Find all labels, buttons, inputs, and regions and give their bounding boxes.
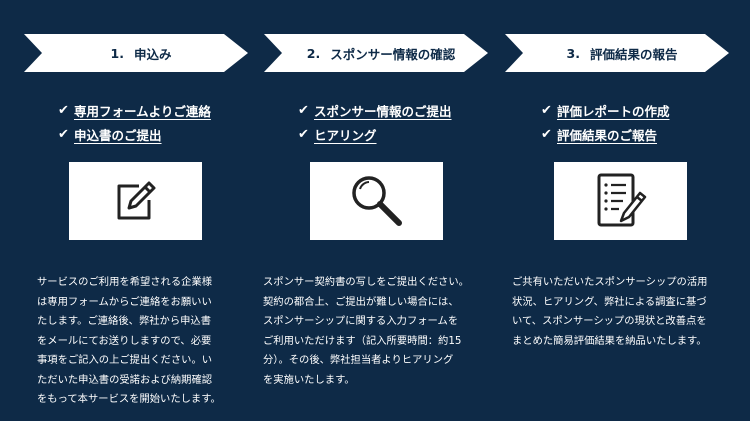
step-3-check-item: ✔ 評価結果のご報告: [541, 122, 670, 146]
desc-line: 状況、ヒアリング、弊社による調査に基づ: [512, 295, 707, 308]
check-icon: ✔: [58, 102, 69, 118]
desc-line: たします。ご連絡後、弊社から申込書: [37, 315, 212, 327]
step-2-title: スポンサー情報の確認: [330, 46, 456, 62]
check-label: 評価結果のご報告: [557, 127, 658, 143]
check-label: スポンサー情報のご提出: [314, 103, 452, 119]
step-1-header: 1. 申込み: [24, 34, 248, 72]
check-icon: ✔: [298, 102, 309, 118]
desc-line: まとめた簡易評価結果を納品いたします。: [512, 334, 707, 347]
desc-line: 契約の都合上、ご提出が難しい場合には、: [263, 295, 459, 308]
step-2-icon-panel: [310, 162, 443, 240]
desc-line: いて、スポンサーシップの現状と改善点を: [512, 315, 707, 327]
desc-line: スポンサーシップに関する入力フォームを: [263, 315, 459, 327]
desc-line: スポンサー契約書の写しをご提出ください。: [263, 276, 469, 288]
desc-line: 分）。その後、弊社担当者よりヒアリング: [263, 354, 454, 366]
check-icon: ✔: [58, 126, 69, 142]
check-icon: ✔: [298, 126, 309, 142]
desc-line: をメールにてお送りしますので、必要: [37, 334, 212, 347]
step-2-checklist: ✔ スポンサー情報のご提出 ✔ ヒアリング: [298, 98, 452, 146]
step-2-header: 2. スポンサー情報の確認: [264, 34, 488, 72]
check-label: 評価レポートの作成: [557, 103, 670, 119]
step-2-description: スポンサー契約書の写しをご提出ください。 契約の都合上、ご提出が難しい場合には、…: [263, 273, 469, 390]
step-1-number: 1.: [110, 45, 124, 61]
step-1-description: サービスのご利用を希望される企業様 は専用フォームからご連絡をお願いい たします…: [37, 273, 221, 410]
desc-line: サービスのご利用を希望される企業様: [37, 276, 213, 288]
step-1-icon-panel: [69, 162, 202, 240]
check-label: ヒアリング: [314, 127, 377, 143]
step-3-title: 評価結果の報告: [589, 46, 678, 62]
step-3-checklist: ✔ 評価レポートの作成 ✔ 評価結果のご報告: [541, 98, 670, 146]
step-3-description: ご共有いただいたスポンサーシップの活用 状況、ヒアリング、弊社による調査に基づ …: [512, 273, 707, 351]
step-3-check-item: ✔ 評価レポートの作成: [541, 98, 670, 122]
report-icon: [597, 173, 646, 227]
step-1-check-item: ✔ 申込書のご提出: [58, 122, 211, 146]
check-label: 申込書のご提出: [74, 127, 162, 143]
step-1-check-item: ✔ 専用フォームよりご連絡: [58, 98, 211, 122]
step-1-checklist: ✔ 専用フォームよりご連絡 ✔ 申込書のご提出: [58, 98, 211, 146]
magnifier-icon: [351, 176, 402, 226]
desc-line: 事項をご記入の上ご提出ください。い: [37, 354, 213, 366]
desc-line: ご共有いただいたスポンサーシップの活用: [512, 276, 708, 288]
step-2-check-item: ✔ ヒアリング: [298, 122, 452, 146]
step-3-icon-panel: [554, 162, 687, 240]
step-3-number: 3.: [566, 45, 580, 61]
step-2-check-item: ✔ スポンサー情報のご提出: [298, 98, 452, 122]
desc-line: をもって本サービスを開始いたします。: [37, 393, 221, 405]
check-label: 専用フォームよりご連絡: [74, 103, 211, 119]
desc-line: ご利用いただけます（記入所要時間：約15: [263, 334, 462, 347]
check-icon: ✔: [541, 126, 552, 142]
desc-line: ただいた申込書の受諾および納期確認: [37, 373, 213, 386]
desc-line: は専用フォームからご連絡をお願いい: [37, 295, 212, 308]
step-1-title: 申込み: [133, 46, 172, 62]
check-icon: ✔: [541, 102, 552, 118]
edit-icon: [117, 181, 155, 220]
step-3-header: 3. 評価結果の報告: [505, 34, 729, 72]
step-2-number: 2.: [306, 45, 321, 61]
desc-line: を実施いたします。: [263, 373, 355, 386]
